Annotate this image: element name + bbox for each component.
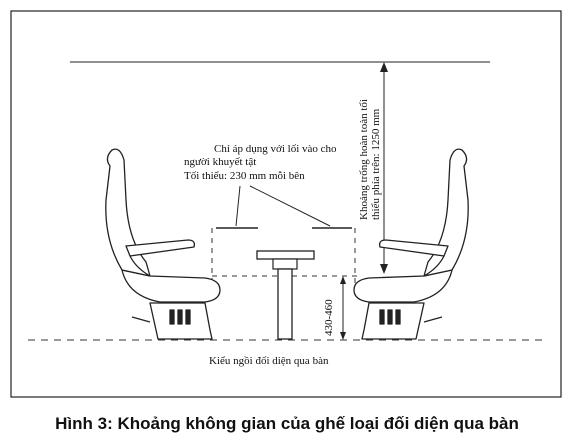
clearance-dimension <box>380 62 388 274</box>
figure-frame <box>10 10 562 398</box>
figure-caption: Hình 3: Khoảng không gian của ghế loại đ… <box>55 414 519 433</box>
seat-height-dimension <box>340 276 346 340</box>
leader-line-right <box>249 185 331 227</box>
access-note-line-2: người khuyết tật <box>184 156 256 168</box>
access-note-line-1: Chỉ áp dụng với lối vào cho <box>214 143 337 155</box>
clearance-label: Khoảng trống hoàn toàn tối thiểu phía tr… <box>358 99 382 220</box>
arrangement-label: Kiểu ngồi đối diện qua bàn <box>209 355 329 367</box>
clearance-label-line-2: thiểu phía trên: 1250 mm <box>370 108 382 220</box>
leader-line-left <box>235 185 241 227</box>
table <box>256 250 315 340</box>
left-seat <box>105 148 221 340</box>
clearance-label-line-1: Khoảng trống hoàn toàn tối <box>358 99 370 220</box>
access-note-line-3: Tối thiểu: 230 mm mỗi bên <box>184 170 305 182</box>
right-seat <box>353 148 469 340</box>
seat-height-label: 430-460 <box>323 299 335 336</box>
